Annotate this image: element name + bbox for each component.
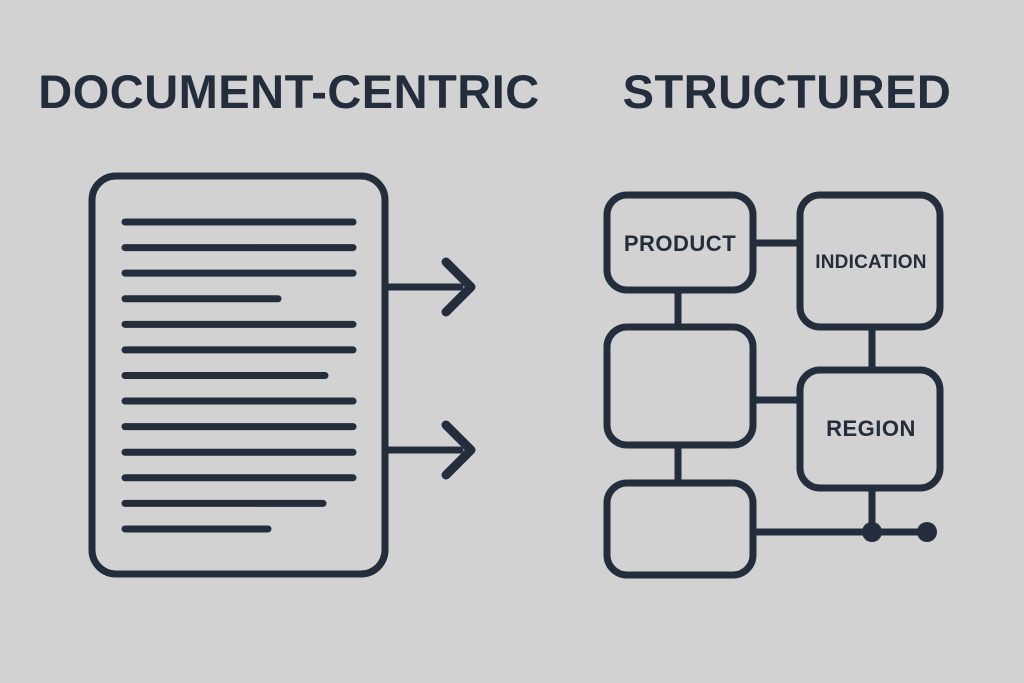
junction-dot xyxy=(862,522,882,542)
node-product xyxy=(603,191,757,294)
node-product-label: PRODUCT xyxy=(624,231,736,256)
left-panel-title: DOCUMENT-CENTRIC xyxy=(38,65,539,118)
document-text-lines xyxy=(121,218,357,533)
document-page-outline xyxy=(88,172,389,578)
document-icon xyxy=(88,172,389,578)
arrow-right-icon xyxy=(382,257,476,317)
arrow-head xyxy=(441,420,476,480)
right-panel-title: STRUCTURED xyxy=(623,65,952,118)
node-unlabeled-bottom xyxy=(603,479,757,579)
node-region-label: REGION xyxy=(826,416,916,441)
node-indication xyxy=(796,191,944,331)
arrow-right-icon xyxy=(382,420,476,480)
arrow-head xyxy=(441,257,476,317)
entity-graph: PRODUCT INDICATION REGION xyxy=(603,191,944,579)
node-region xyxy=(796,366,944,492)
node-unlabeled-middle xyxy=(603,323,757,449)
node-indication-label: INDICATION xyxy=(815,252,926,273)
endpoint-dot xyxy=(917,522,937,542)
